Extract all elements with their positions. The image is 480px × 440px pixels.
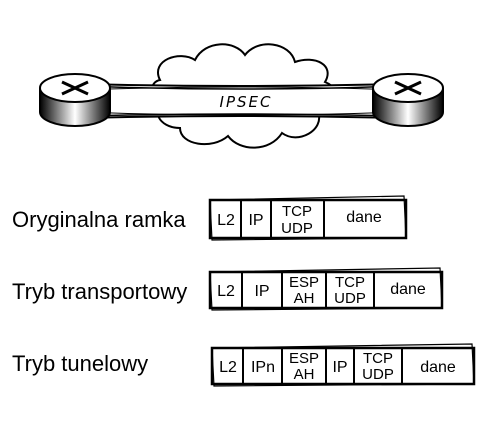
frame-row-original: Oryginalna ramka L2 IP TCP UDP dane <box>12 195 408 241</box>
cell-udp: UDP <box>362 366 394 383</box>
cell-l2: L2 <box>217 283 235 300</box>
cell-ah: AH <box>294 290 315 307</box>
cell-ipn: IPn <box>251 359 275 376</box>
cell-l2: L2 <box>217 212 235 229</box>
row-label-tunnel: Tryb tunelowy <box>12 351 148 376</box>
router-left-icon <box>39 73 111 127</box>
ipsec-tunnel: IPSEC <box>81 83 399 119</box>
cell-dane: dane <box>346 209 382 226</box>
cell-udp: UDP <box>281 220 313 237</box>
cell-esp: ESP <box>289 350 319 367</box>
row-label-original: Oryginalna ramka <box>12 207 186 232</box>
cell-ip: IP <box>254 283 269 300</box>
cell-udp: UDP <box>334 290 366 307</box>
cell-tcp: TCP <box>335 274 365 291</box>
cell-ip: IP <box>332 359 347 376</box>
cell-dane: dane <box>420 359 456 376</box>
cell-tcp: TCP <box>282 203 312 220</box>
frame-row-transport: Tryb transportowy L2 IP ESP AH TCP UDP d… <box>12 267 444 311</box>
cell-tcp: TCP <box>363 350 393 367</box>
cell-ah: AH <box>294 366 315 383</box>
router-right-icon <box>372 73 444 127</box>
tunnel-label: IPSEC <box>220 93 273 111</box>
cell-ip: IP <box>248 212 263 229</box>
frame-row-tunnel: Tryb tunelowy L2 IPn ESP AH IP TCP UDP d… <box>12 343 476 387</box>
row-label-transport: Tryb transportowy <box>12 279 187 304</box>
cell-esp: ESP <box>289 274 319 291</box>
cell-dane: dane <box>390 281 426 298</box>
cell-l2: L2 <box>219 359 237 376</box>
